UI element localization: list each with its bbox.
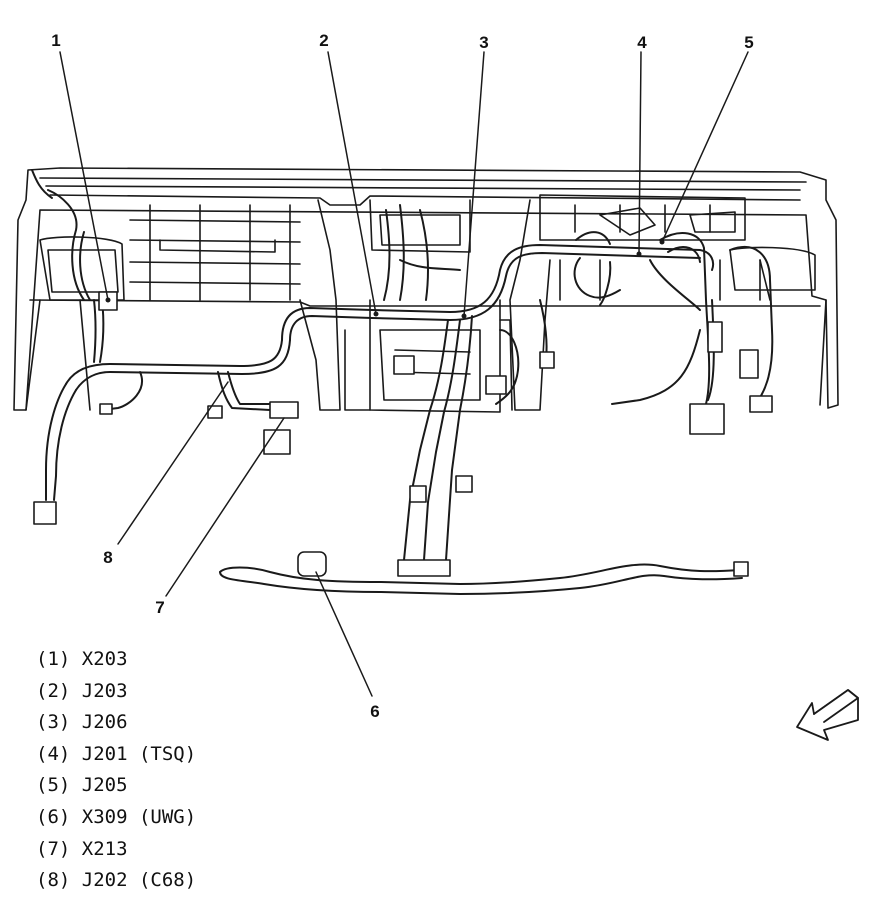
leader-1 [59,51,109,301]
leader-6 [315,571,373,697]
callout-number-7: 7 [155,598,164,617]
leader-3 [463,51,485,317]
connector-right-2 [739,349,759,379]
connector-right-end [733,561,749,577]
legend-item: (5) J205 [36,774,128,797]
callout-legend: (1) X203 (2) J203 (3) J206 (4) J201 (TSQ… [36,644,196,897]
connector-right-1 [689,403,725,435]
legend-item: (7) X213 [36,837,128,860]
connector-right-4 [749,395,773,413]
callout-number-5: 5 [744,33,753,52]
leader-5 [661,51,749,243]
connector-right-3 [707,321,723,353]
callout-number-1: 1 [51,31,60,50]
leader-4 [638,51,642,255]
connector-center-bottom [397,559,451,577]
legend-item: (2) J203 [36,679,128,702]
callout-number-8: 8 [103,548,112,567]
callout-number-3: 3 [479,33,488,52]
leader-2 [327,51,377,315]
legend-item: (6) X309 (UWG) [36,805,197,828]
legend-item: (4) J201 (TSQ) [36,742,197,765]
connector-center-4 [409,485,427,503]
connector-x309 [297,551,327,577]
connector-center-2 [485,375,507,395]
callout-number-6: 6 [370,702,379,721]
callout-number-4: 4 [637,33,647,52]
connector-left-lower [33,501,57,525]
legend-item: (3) J206 [36,711,128,734]
instrument-panel-carrier [13,167,839,413]
leader-8 [117,381,229,545]
legend-item: (1) X203 [36,648,128,670]
legend-item: (8) J202 (C68) [36,869,197,892]
connector-x213 [269,401,299,419]
callout-leaders [59,51,749,697]
callout-numbers: 1 2 3 4 5 6 7 8 [51,31,753,721]
connectors [33,291,773,577]
connector-left-small [99,403,113,415]
connector-center-1 [393,355,415,375]
callout-number-2: 2 [319,31,328,50]
main-harness [31,169,774,595]
front-arrow-icon [796,689,859,741]
connector-center-3 [455,475,473,493]
leader-7 [165,417,285,597]
connector-side-1 [539,351,555,369]
